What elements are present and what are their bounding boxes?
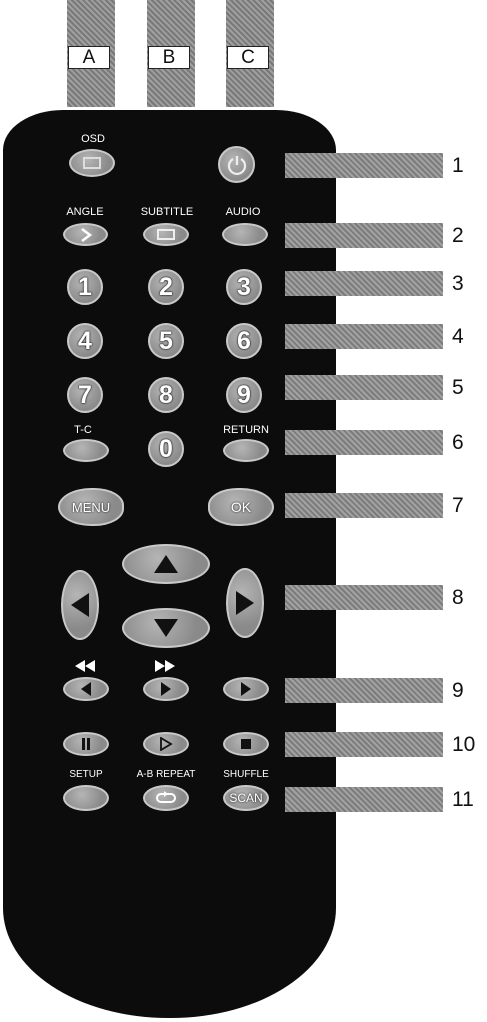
digit-9-button[interactable]: 9 [226, 377, 262, 413]
callout-bar-4 [285, 324, 443, 349]
up-arrow-icon [154, 555, 178, 573]
digit-1-button[interactable]: 1 [67, 269, 103, 305]
right-arrow-icon [236, 591, 254, 615]
stop-button[interactable] [223, 732, 269, 756]
callout-number-4: 4 [452, 324, 486, 349]
digit-7-button[interactable]: 7 [67, 377, 103, 413]
audio-label: AUDIO [221, 206, 265, 218]
power-icon [226, 154, 248, 176]
down-button[interactable] [122, 608, 210, 648]
audio-button[interactable] [222, 223, 268, 246]
slow-button[interactable] [223, 677, 269, 701]
column-label-b: B [148, 46, 190, 69]
setup-button[interactable] [63, 785, 109, 811]
fast-forward-icon [153, 660, 177, 672]
callout-bar-10 [285, 732, 443, 757]
callout-number-3: 3 [452, 271, 486, 296]
left-button[interactable] [61, 570, 99, 640]
osd-button[interactable] [69, 149, 115, 177]
callout-number-2: 2 [452, 223, 486, 248]
repeat-icon [154, 791, 178, 805]
subtitle-label: SUBTITLE [134, 206, 200, 218]
callout-number-6: 6 [452, 430, 486, 455]
callout-number-5: 5 [452, 375, 486, 400]
callout-bar-5 [285, 375, 443, 400]
ab-repeat-button[interactable] [143, 785, 189, 811]
tc-label: T-C [68, 424, 98, 436]
skip-forward-button[interactable] [143, 677, 189, 701]
callout-bar-9 [285, 678, 443, 703]
osd-icon [83, 157, 101, 169]
return-button[interactable] [223, 439, 269, 462]
callout-bar-2 [285, 223, 443, 248]
callout-number-11: 11 [452, 787, 486, 812]
skip-back-button[interactable] [63, 677, 109, 701]
subtitle-button[interactable] [143, 223, 189, 246]
pause-button[interactable] [63, 732, 109, 756]
setup-label: SETUP [66, 769, 106, 780]
skip-forward-icon [161, 682, 171, 696]
angle-arrow-icon [79, 227, 93, 243]
callout-number-1: 1 [452, 153, 486, 178]
slow-icon [241, 682, 251, 696]
digit-3-button[interactable]: 3 [226, 269, 262, 305]
osd-label: OSD [78, 133, 108, 145]
shuffle-label: SHUFFLE [222, 769, 270, 780]
digit-2-button[interactable]: 2 [148, 269, 184, 305]
power-button[interactable] [218, 146, 255, 183]
angle-button[interactable] [63, 223, 108, 246]
ab-repeat-label: A-B REPEAT [134, 769, 198, 780]
digit-5-button[interactable]: 5 [148, 323, 184, 359]
callout-bar-11 [285, 787, 443, 812]
digit-0-button[interactable]: 0 [148, 431, 184, 467]
digit-4-button[interactable]: 4 [67, 323, 103, 359]
callout-bar-1 [285, 153, 443, 178]
subtitle-icon [157, 229, 175, 240]
callout-bar-7 [285, 493, 443, 518]
callout-bar-8 [285, 585, 443, 610]
left-arrow-icon [71, 593, 89, 617]
callout-number-7: 7 [452, 493, 486, 518]
callout-bar-3 [285, 271, 443, 296]
scan-button[interactable]: SCAN [223, 785, 269, 811]
up-button[interactable] [122, 544, 210, 584]
digit-8-button[interactable]: 8 [148, 377, 184, 413]
right-button[interactable] [226, 568, 264, 638]
menu-button[interactable]: MENU [58, 488, 124, 526]
rewind-icon [73, 660, 97, 672]
callout-number-9: 9 [452, 678, 486, 703]
callout-number-8: 8 [452, 585, 486, 610]
angle-label: ANGLE [63, 206, 107, 218]
play-button[interactable] [143, 732, 189, 756]
return-label: RETURN [219, 424, 273, 436]
callout-bar-6 [285, 430, 443, 455]
stop-icon [241, 739, 251, 749]
skip-back-icon [81, 682, 91, 696]
column-label-c: C [227, 46, 269, 69]
play-icon [159, 737, 173, 751]
callout-number-10: 10 [452, 732, 486, 757]
digit-6-button[interactable]: 6 [226, 323, 262, 359]
ok-button[interactable]: OK [208, 488, 274, 526]
down-arrow-icon [154, 619, 178, 637]
tc-button[interactable] [63, 439, 109, 462]
column-label-a: A [68, 46, 110, 69]
pause-icon [82, 738, 90, 750]
